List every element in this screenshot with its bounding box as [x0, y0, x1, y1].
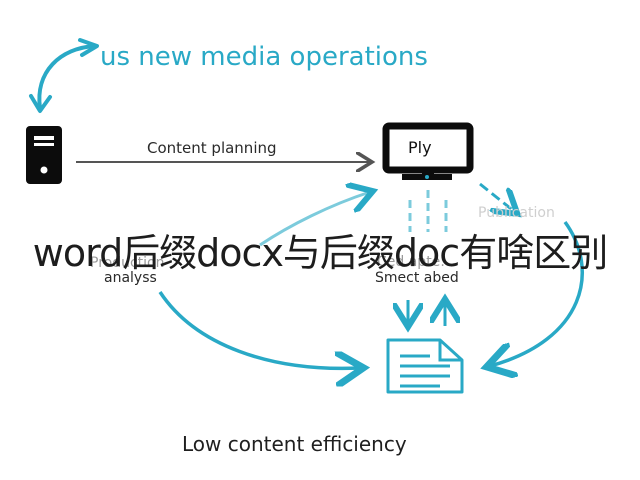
arrow-to-monitor-icon [259, 192, 370, 247]
monitor-icon [382, 122, 474, 180]
select-label: Smect abed [375, 270, 459, 286]
right-curve-arrow-icon [490, 220, 584, 366]
computer-tower-icon [26, 126, 62, 184]
content-planning-label: Content planning [147, 139, 277, 157]
left-curve-arrow-icon [158, 291, 360, 368]
arrow-to-publication-icon [479, 182, 515, 212]
overlay-caption: word后缀docx与后缀doc有啥区别 [32, 231, 608, 275]
top-left-curved-arrow-icon [37, 44, 97, 110]
center-label: Ced apte: [377, 254, 446, 270]
publication-label: Publication [478, 205, 555, 221]
diagram-title: us new media operations [100, 42, 428, 72]
arrowhead-top-icon [78, 38, 99, 57]
document-icon [386, 338, 464, 394]
monitor-label: Ply [408, 138, 432, 157]
bottom-label: Low content efficiency [182, 432, 407, 456]
production-label: Production [90, 255, 165, 271]
analysis-label: analyss [104, 270, 157, 286]
arrowhead-down-icon [29, 94, 52, 113]
